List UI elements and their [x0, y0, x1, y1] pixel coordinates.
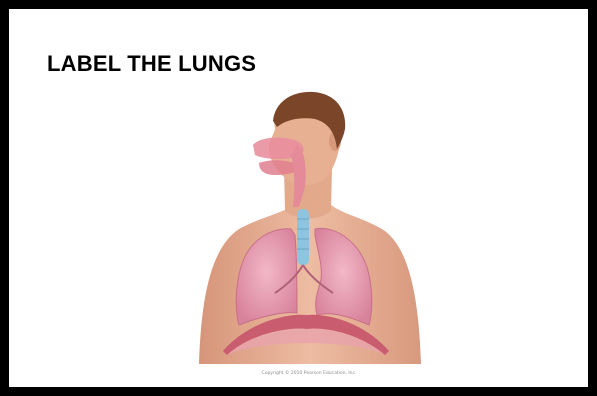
slide-title: LABEL THE LUNGS [47, 53, 256, 75]
trachea [297, 209, 309, 265]
respiratory-system-illustration: Copyright © 2010 Pearson Education, Inc. [179, 89, 439, 389]
copyright-text: Copyright © 2010 Pearson Education, Inc. [179, 372, 439, 377]
anatomy-svg [179, 89, 439, 379]
